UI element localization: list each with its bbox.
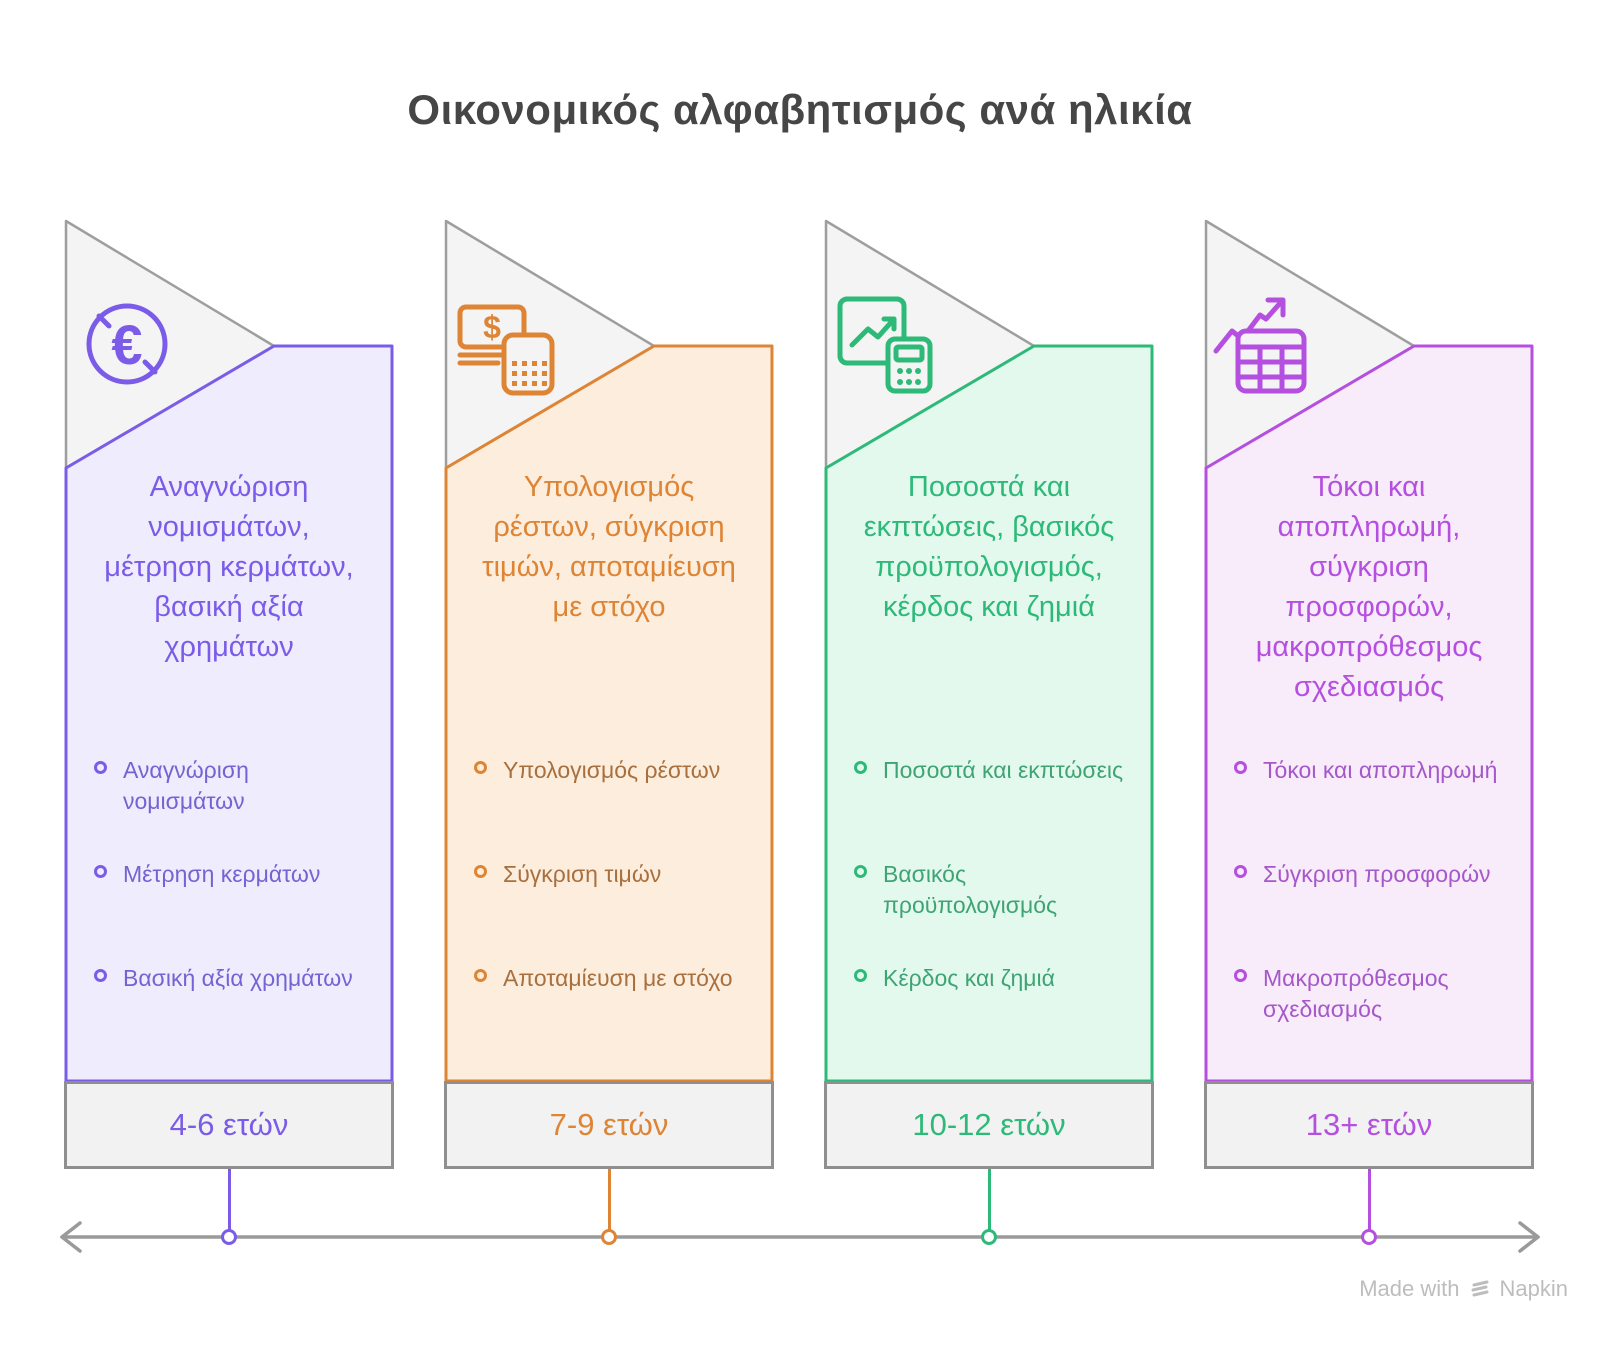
euro-coin-icon: €	[86, 303, 168, 385]
age-label-box: 10-12 ετών	[824, 1081, 1154, 1169]
calculator-keys	[897, 368, 921, 385]
timeline-connector	[1367, 1169, 1371, 1237]
age-card-4-6: € Αναγνώριση νομισμάτων, μέτρηση κερμάτω…	[64, 215, 394, 1250]
age-card-7-9: $ Υπολογισμός ρέστων, σύγκριση τιμών, απ…	[444, 215, 774, 1250]
card-title: Αναγνώριση νομισμάτων, μέτρηση κερμάτων,…	[104, 471, 354, 664]
card-list: Αναγνώριση νομισμάτων Μέτρηση κερμάτων Β…	[94, 755, 376, 1067]
card-title: Υπολογισμός ρέστων, σύγκριση τιμών, αποτ…	[482, 471, 736, 624]
list-item: Βασική αξία χρημάτων	[94, 963, 376, 1037]
card-body	[444, 344, 774, 1083]
list-item-text: Βασική αξία χρημάτων	[123, 965, 353, 991]
age-label: 13+ ετών	[1305, 1107, 1433, 1142]
card-list: Υπολογισμός ρέστων Σύγκριση τιμών Αποταμ…	[474, 755, 756, 1067]
timeline-dot	[981, 1229, 997, 1245]
list-item-text: Μέτρηση κερμάτων	[123, 861, 321, 887]
bullet-ring-icon	[854, 969, 867, 982]
list-item-text: Τόκοι και αποπληρωμή	[1263, 757, 1498, 783]
card-shape	[64, 219, 394, 1083]
card-title: Τόκοι και αποπληρωμή, σύγκριση προσφορών…	[1255, 471, 1483, 704]
bullet-ring-icon	[94, 865, 107, 878]
list-item: Υπολογισμός ρέστων	[474, 755, 756, 829]
cash-calculator-icon: $	[457, 304, 555, 396]
list-item: Σύγκριση τιμών	[474, 859, 756, 933]
list-item: Ποσοστά και εκπτώσεις	[854, 755, 1136, 829]
list-item-text: Ποσοστά και εκπτώσεις	[883, 757, 1124, 783]
list-item: Αναγνώριση νομισμάτων	[94, 755, 376, 829]
watermark-prefix: Made with	[1359, 1276, 1460, 1301]
card-shape	[1204, 219, 1534, 1083]
list-item-text: Σύγκριση προσφορών	[1263, 861, 1491, 887]
list-item: Σύγκριση προσφορών	[1234, 859, 1516, 933]
list-item-text: Υπολογισμός ρέστων	[503, 757, 721, 783]
timeline-dot	[221, 1229, 237, 1245]
bullet-ring-icon	[854, 761, 867, 774]
card-body	[1204, 344, 1534, 1083]
list-item: Τόκοι και αποπληρωμή	[1234, 755, 1516, 829]
napkin-watermark: Made with Napkin	[1359, 1276, 1568, 1302]
svg-text:$: $	[483, 309, 501, 345]
bullet-ring-icon	[854, 865, 867, 878]
list-item: Βασικός προϋπολογισμός	[854, 859, 1136, 933]
list-item: Μακροπρόθεσμος σχεδιασμός	[1234, 963, 1516, 1037]
timeline-connector	[607, 1169, 611, 1237]
age-label-box: 7-9 ετών	[444, 1081, 774, 1169]
bullet-ring-icon	[94, 969, 107, 982]
card-body	[824, 344, 1154, 1083]
card-list: Τόκοι και αποπληρωμή Σύγκριση προσφορών …	[1234, 755, 1516, 1067]
timeline-dot	[601, 1229, 617, 1245]
age-label: 7-9 ετών	[549, 1107, 669, 1142]
growth-table-icon	[1213, 297, 1307, 394]
list-item-text: Αποταμίευση με στόχο	[503, 965, 733, 991]
napkin-logo-icon	[1471, 1280, 1489, 1297]
timeline-right-arrow-icon	[1518, 1221, 1540, 1253]
list-item-text: Κέρδος και ζημιά	[883, 965, 1055, 991]
list-item-text: Αναγνώριση νομισμάτων	[123, 757, 249, 815]
chart-calculator-icon	[837, 296, 933, 394]
page-title: Οικονομικός αλφαβητισμός ανά ηλικία	[407, 86, 1193, 133]
timeline-dot	[1361, 1229, 1377, 1245]
bullet-ring-icon	[1234, 865, 1247, 878]
bullet-ring-icon	[1234, 761, 1247, 774]
timeline-left-arrow-icon	[60, 1221, 82, 1253]
list-item-text: Σύγκριση τιμών	[503, 861, 662, 887]
list-item: Μέτρηση κερμάτων	[94, 859, 376, 933]
age-label: 4-6 ετών	[169, 1107, 289, 1142]
list-item-text: Μακροπρόθεσμος σχεδιασμός	[1263, 965, 1449, 1023]
bullet-ring-icon	[474, 865, 487, 878]
watermark-brand: Napkin	[1499, 1276, 1568, 1301]
bullet-ring-icon	[474, 969, 487, 982]
timeline-connector	[227, 1169, 231, 1237]
age-label-box: 13+ ετών	[1204, 1081, 1534, 1169]
svg-text:€: €	[111, 313, 142, 376]
bullet-ring-icon	[1234, 969, 1247, 982]
card-list: Ποσοστά και εκπτώσεις Βασικός προϋπολογι…	[854, 755, 1136, 1067]
calculator-keys	[512, 361, 547, 386]
age-timeline	[60, 1221, 1540, 1253]
list-item: Κέρδος και ζημιά	[854, 963, 1136, 1037]
timeline-connector	[987, 1169, 991, 1237]
age-card-13-plus: Τόκοι και αποπληρωμή, σύγκριση προσφορών…	[1204, 215, 1534, 1250]
age-label: 10-12 ετών	[912, 1107, 1066, 1142]
card-title: Ποσοστά και εκπτώσεις, βασικός προϋπολογ…	[863, 471, 1115, 624]
age-stage-columns: € Αναγνώριση νομισμάτων, μέτρηση κερμάτω…	[64, 215, 1536, 1250]
list-item: Αποταμίευση με στόχο	[474, 963, 756, 1037]
bullet-ring-icon	[474, 761, 487, 774]
card-body	[64, 344, 394, 1083]
bullet-ring-icon	[94, 761, 107, 774]
list-item-text: Βασικός προϋπολογισμός	[883, 861, 1058, 919]
age-label-box: 4-6 ετών	[64, 1081, 394, 1169]
age-card-10-12: Ποσοστά και εκπτώσεις, βασικός προϋπολογ…	[824, 215, 1154, 1250]
